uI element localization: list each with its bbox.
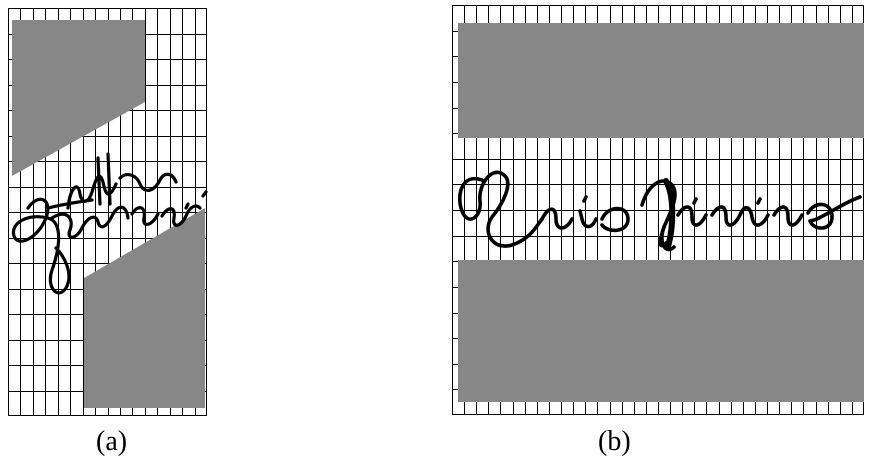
panel-b-signature (457, 170, 862, 252)
panel-a-lower-occlusion-block (84, 208, 205, 408)
panel-a-caption: (a) (96, 426, 128, 457)
panel-a-upper-occlusion-block (12, 20, 145, 176)
panel-b-upper-occlusion-block (458, 23, 864, 138)
panel-b-lower-occlusion-block (458, 260, 864, 402)
panel-b (452, 5, 864, 415)
panel-b-caption: (b) (598, 426, 631, 457)
panel-a-figure (8, 8, 252, 416)
panel-b-figure (452, 5, 864, 415)
panel-a-signature (11, 152, 208, 295)
panel-a (8, 8, 252, 416)
